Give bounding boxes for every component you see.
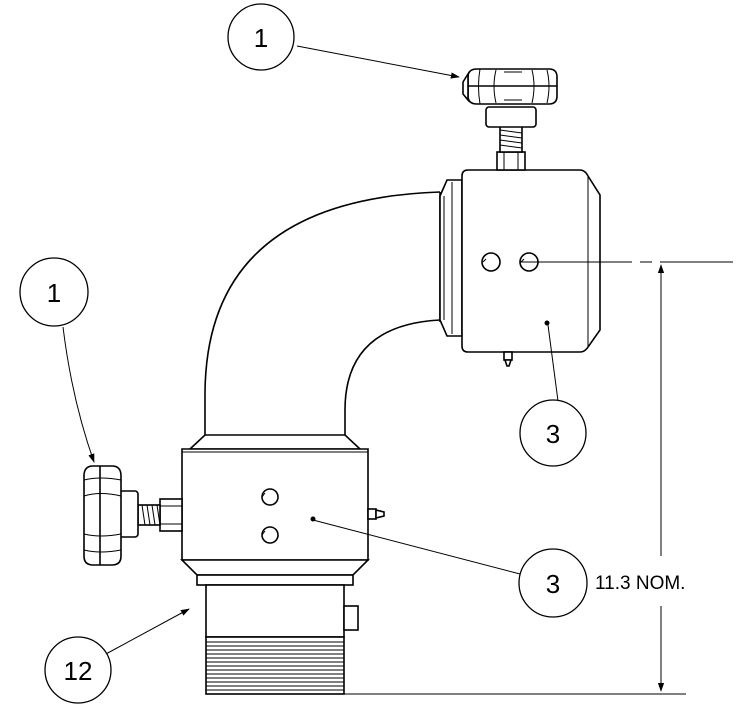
elbow-pipe <box>204 191 441 435</box>
lower-swivel-body <box>180 434 385 695</box>
callout-upper-swivel-label: 3 <box>546 419 560 449</box>
callout-side-knob: 1 <box>19 257 89 327</box>
callout-upper-swivel: 3 <box>519 399 587 467</box>
callout-inlet-label: 12 <box>64 656 93 686</box>
callout-top-knob: 1 <box>227 3 295 71</box>
top-handwheel <box>462 68 558 171</box>
callout-top-knob-label: 1 <box>254 23 268 53</box>
upper-dot <box>544 320 550 326</box>
callout-lower-swivel-label: 3 <box>546 569 560 599</box>
callout-inlet: 12 <box>44 636 112 704</box>
dimension-11-3: 11.3 NOM. <box>344 261 733 695</box>
callout-lower-swivel: 3 <box>518 548 588 618</box>
dimension-label: 11.3 NOM. <box>595 573 685 594</box>
leaders <box>62 45 559 656</box>
side-handwheel <box>83 465 183 566</box>
callout-side-knob-label: 1 <box>47 278 61 308</box>
upper-swivel-body <box>439 169 601 367</box>
